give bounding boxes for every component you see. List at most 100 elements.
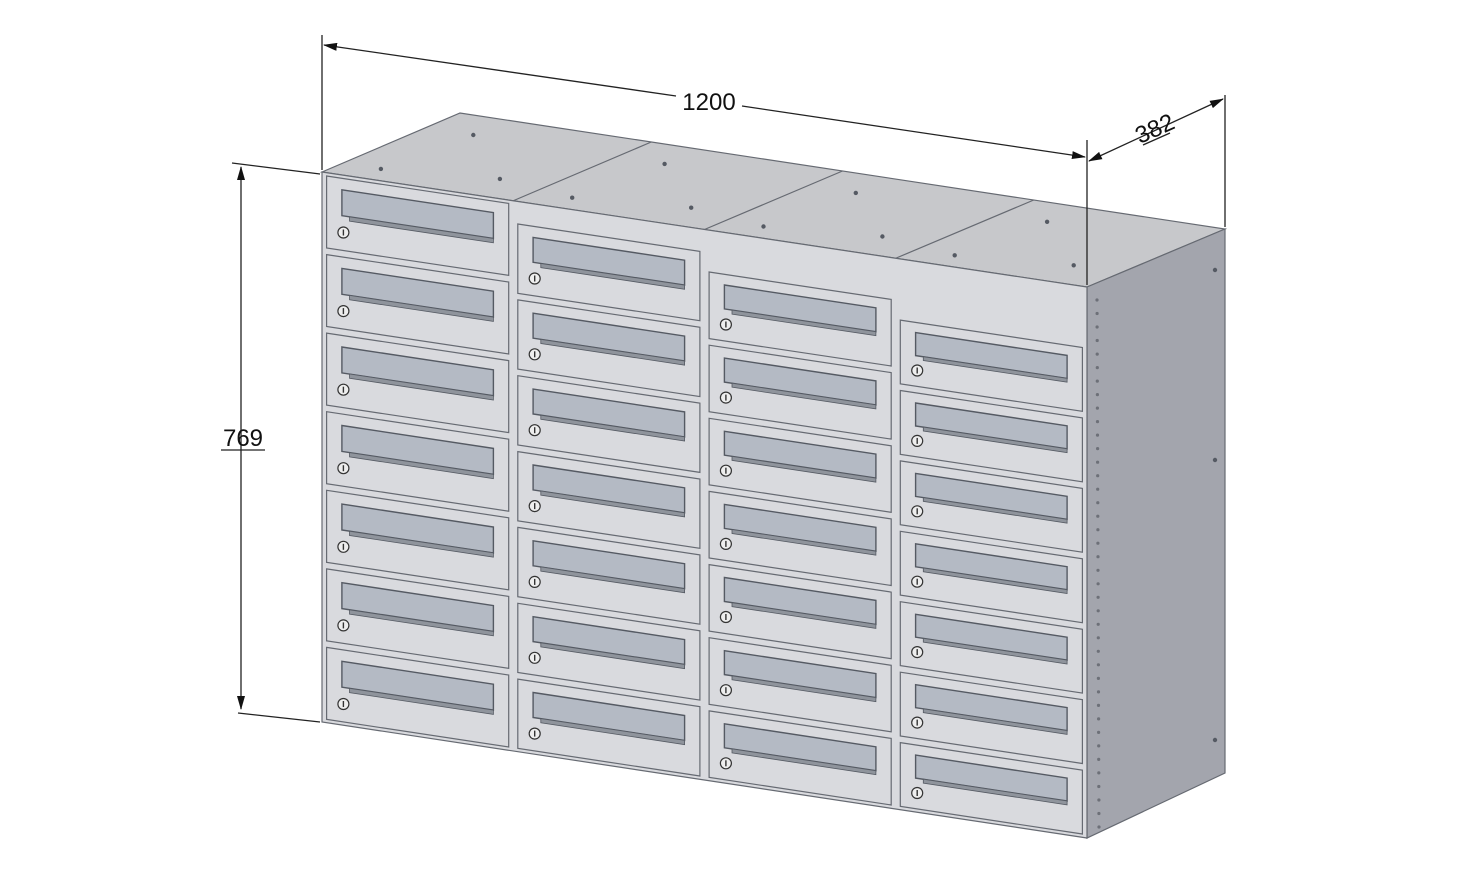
slot-lip <box>922 778 1068 806</box>
width-dimension-line-right <box>741 105 1086 160</box>
depth-label-underline <box>1142 132 1171 146</box>
slot-lip <box>540 338 685 366</box>
mailbox-door <box>326 253 510 355</box>
side-hole <box>1097 730 1101 735</box>
bolt <box>1071 263 1076 268</box>
mailbox-door <box>708 344 892 440</box>
width-dimension-line-left <box>323 42 677 97</box>
bolt <box>880 234 885 239</box>
side-hole <box>1097 717 1101 721</box>
bolt <box>471 132 476 138</box>
slot-lip <box>349 373 494 401</box>
side-hole <box>1096 609 1100 613</box>
slot-lip <box>922 426 1068 454</box>
side-hole <box>1096 663 1100 667</box>
top-seam <box>513 141 652 202</box>
mailbox-door <box>326 411 510 512</box>
side-bolt <box>1212 457 1218 463</box>
mailbox-door <box>517 450 701 549</box>
slot-lip <box>540 414 685 442</box>
slot-lip <box>922 497 1068 524</box>
side-hole <box>1096 474 1100 478</box>
side-hole <box>1096 582 1100 586</box>
side-hole <box>1095 325 1099 329</box>
mailbox-door <box>326 489 510 591</box>
side-hole <box>1096 528 1100 532</box>
mailbox-door <box>899 460 1084 553</box>
mailbox-door <box>708 710 892 806</box>
side-hole <box>1095 311 1099 316</box>
slot-lip <box>922 708 1068 735</box>
width-dimension: 1200 <box>321 35 1088 285</box>
side-hole <box>1097 744 1101 748</box>
mailbox-door <box>517 375 701 474</box>
mailbox-door <box>326 332 510 434</box>
mailbox-door <box>517 602 701 701</box>
side-hole <box>1096 460 1100 464</box>
side-hole <box>1097 798 1101 802</box>
depth-dimension-line <box>1088 98 1224 162</box>
width-label: 1200 <box>682 89 735 116</box>
side-hole <box>1097 825 1101 829</box>
mailbox-door <box>899 741 1084 835</box>
mailbox-door <box>326 646 510 748</box>
slot-lip <box>922 567 1068 594</box>
side-hole <box>1096 649 1100 653</box>
side-hole <box>1096 595 1100 599</box>
top-seam <box>704 170 843 231</box>
mailbox-door <box>326 175 510 277</box>
slot-lip <box>731 309 877 337</box>
height-label: 769 <box>223 425 263 452</box>
height-extension-bottom <box>237 712 321 723</box>
bolt <box>952 253 957 258</box>
side-hole <box>1095 298 1099 302</box>
bolt <box>1044 219 1050 224</box>
slot-lip <box>540 490 685 518</box>
side-hole <box>1096 703 1101 708</box>
mailbox-door <box>708 637 892 733</box>
slot-lip <box>922 356 1068 383</box>
slot-lip <box>731 455 877 483</box>
mailbox-door <box>899 601 1084 694</box>
side-hole <box>1096 447 1100 451</box>
slot-lip <box>540 718 685 746</box>
side-hole <box>1095 420 1100 424</box>
slot-lip <box>731 675 877 703</box>
bolt <box>761 224 766 229</box>
bolt <box>853 190 858 196</box>
slot-lip <box>540 566 685 594</box>
slot-lip <box>349 452 494 480</box>
side-hole <box>1095 393 1099 397</box>
side-hole <box>1096 568 1100 572</box>
slot-lip <box>349 294 494 322</box>
side-hole <box>1096 555 1100 559</box>
side-hole <box>1097 771 1101 775</box>
side-hole <box>1096 676 1100 681</box>
side-hole <box>1095 366 1099 370</box>
side-hole <box>1096 622 1100 626</box>
mailbox-door <box>899 671 1084 765</box>
bolt <box>662 161 667 167</box>
mailbox-door <box>517 678 701 777</box>
side-hole <box>1096 487 1100 491</box>
bolt <box>378 166 384 172</box>
side-bolt <box>1212 267 1218 273</box>
depth-label: 382 <box>1131 109 1179 150</box>
slot-lip <box>540 642 685 670</box>
depth-dimension: 382 <box>1088 95 1226 227</box>
bolt <box>689 205 694 210</box>
mailbox-door <box>517 223 701 322</box>
bolt <box>497 176 503 182</box>
side-hole <box>1097 757 1101 762</box>
height-dimension: 769 <box>221 162 321 723</box>
mailbox-doors <box>326 175 1084 835</box>
side-hole <box>1095 406 1099 410</box>
mailbox-door <box>899 319 1084 412</box>
slot-lip <box>731 382 877 410</box>
side-bolt <box>1212 737 1218 743</box>
cabinet-body <box>319 112 1228 839</box>
mailbox-door <box>899 389 1084 483</box>
side-panel-holes <box>1095 267 1218 829</box>
top-panel-seams <box>513 141 1034 259</box>
